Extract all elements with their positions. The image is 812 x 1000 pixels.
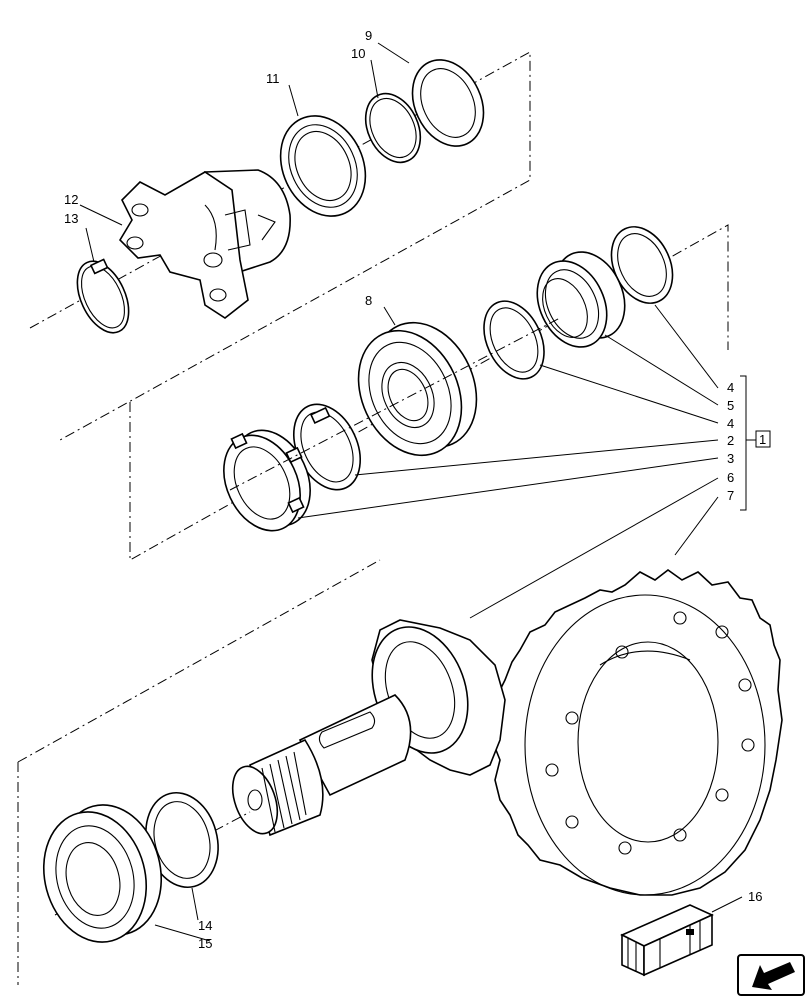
part-13-circlip[interactable]: [67, 253, 139, 340]
callout-14: 14: [198, 918, 212, 933]
lower-assembly-frame: [17, 559, 381, 985]
part-12-flange-yoke[interactable]: [118, 169, 291, 319]
leader-10: [370, 59, 379, 99]
callout-2: 2: [727, 433, 734, 448]
leader-2: [354, 439, 719, 476]
callout-7: 7: [727, 488, 734, 503]
callout-1: 1: [759, 432, 766, 447]
part-15-bearing[interactable]: [30, 793, 176, 953]
exit-arrow-icon[interactable]: [737, 954, 805, 996]
leader-5: [604, 334, 719, 406]
leader-15: [154, 924, 211, 942]
leader-11: [288, 84, 299, 117]
leader-6: [469, 477, 719, 619]
middle-axis-line: [229, 317, 561, 491]
part-3-slotted-nut[interactable]: [209, 418, 325, 543]
callout-16: 16: [748, 889, 762, 904]
leader-9: [377, 42, 410, 64]
callout-13: 13: [64, 211, 78, 226]
part-11-seal[interactable]: [265, 102, 381, 230]
callout-9: 9: [365, 28, 372, 43]
callout-12: 12: [64, 192, 78, 207]
part-7-ring-gear[interactable]: [491, 569, 783, 896]
callout-3: 3: [727, 451, 734, 466]
part-5-bearing-cup[interactable]: [524, 241, 638, 359]
callout-4-lower: 4: [727, 416, 734, 431]
leader-16: [711, 896, 743, 913]
callout-8: 8: [365, 293, 372, 308]
kit-group-bracket: [740, 375, 756, 511]
part-6-pinion-shaft[interactable]: [224, 614, 506, 840]
leader-13: [85, 227, 95, 263]
lower-axis-line: [54, 811, 251, 916]
part-8-bearing[interactable]: [339, 306, 496, 472]
kit-reference-box: [755, 430, 771, 448]
kit-label-mark: [686, 929, 694, 935]
leader-12: [79, 204, 123, 226]
callout-11: 11: [266, 71, 280, 86]
leader-8: [383, 306, 396, 326]
part-9-ring[interactable]: [399, 48, 497, 157]
leader-3: [297, 457, 719, 519]
part-4-shim[interactable]: [472, 291, 556, 388]
callout-5: 5: [727, 398, 734, 413]
leader-4b: [539, 364, 719, 424]
part-14-spacer-ring[interactable]: [136, 785, 228, 896]
leader-4a: [654, 304, 719, 389]
leader-14: [191, 887, 199, 921]
callout-10: 10: [351, 46, 365, 61]
leader-7: [674, 496, 719, 556]
callout-6: 6: [727, 470, 734, 485]
kit-box-icon[interactable]: [620, 904, 714, 977]
callout-4-upper: 4: [727, 380, 734, 395]
callout-15: 15: [198, 936, 212, 951]
